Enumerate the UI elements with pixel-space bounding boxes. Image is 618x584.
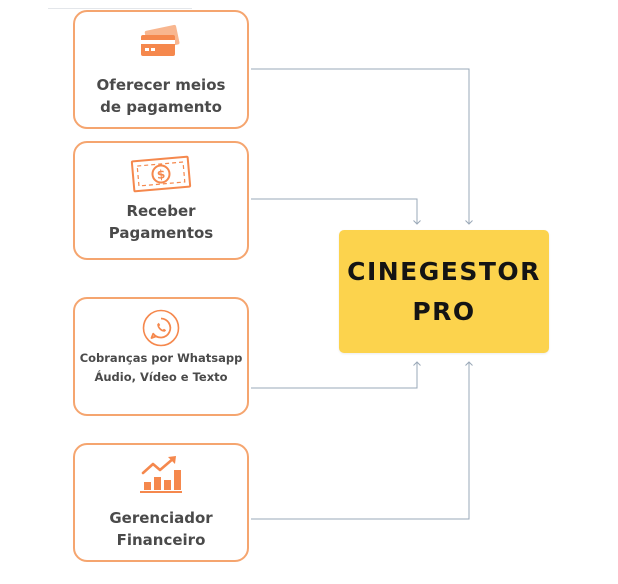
card-label-line1: Gerenciador: [109, 509, 213, 527]
svg-text:$: $: [156, 167, 166, 182]
connector-card1: [251, 68, 473, 225]
card-label-line1: Cobranças por Whatsapp: [79, 351, 243, 365]
card-financial-manager: Gerenciador Financeiro: [73, 443, 249, 562]
money-bill-icon: $: [130, 155, 192, 193]
card-label-line2: Áudio, Vídeo e Texto: [94, 370, 228, 384]
card-label-line1: Receber: [126, 202, 196, 220]
card-label-line2: Pagamentos: [108, 224, 214, 242]
main-title-line1: CINEGESTOR: [347, 256, 541, 286]
connector-card3: [251, 361, 421, 389]
card-whatsapp-billing: Cobranças por Whatsapp Áudio, Vídeo e Te…: [73, 297, 249, 416]
top-divider: [48, 8, 192, 9]
main-title-line2: PRO: [412, 296, 476, 326]
whatsapp-icon: [142, 309, 180, 347]
card-receive-payments: $ Receber Pagamentos: [73, 141, 249, 260]
card-label-line1: Oferecer meios: [96, 76, 226, 94]
credit-card-icon: [141, 24, 180, 56]
growth-chart-icon: [140, 456, 182, 493]
card-payment-methods: Oferecer meios de pagamento: [73, 10, 249, 129]
card-label-line2: Financeiro: [116, 531, 206, 549]
card-label-line2: de pagamento: [100, 98, 222, 116]
connector-card4: [251, 361, 473, 520]
cinegestor-pro-box: CINEGESTOR PRO: [339, 230, 549, 353]
connector-card2: [251, 198, 421, 225]
